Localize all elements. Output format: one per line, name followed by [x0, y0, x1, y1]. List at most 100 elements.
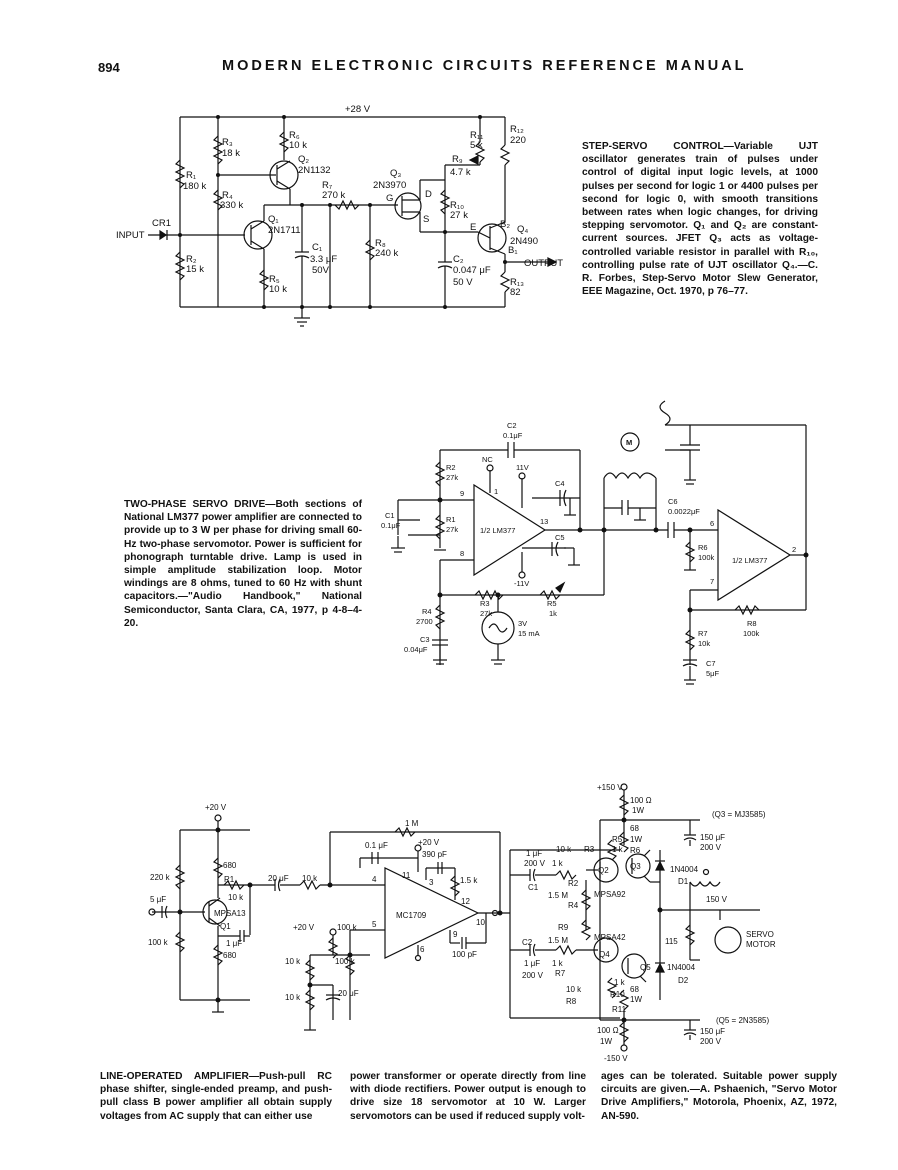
caption-heading: STEP-SERVO CONTROL [582, 141, 724, 152]
label-150uf: 150 μF [700, 833, 725, 842]
label-1n4004-b: 1N4004 [667, 963, 696, 972]
label-115: 115 [665, 937, 678, 946]
label-10k-a: 10 k [302, 874, 318, 883]
label-q2: Q₂ [298, 154, 309, 165]
label-100pf: 100 pF [452, 950, 477, 959]
label-lamp-current: 15 mA [518, 629, 540, 638]
label-r9: R9 [558, 923, 569, 932]
label-1w-b: 1W [630, 835, 642, 844]
label-r6: R6 [698, 543, 708, 552]
label-r4-value: 330 k [220, 200, 243, 211]
label-c3: C3 [420, 635, 430, 644]
label-c3-value: 0.04μF [404, 645, 428, 654]
label-plus-20v-a: +20 V [205, 803, 227, 812]
label-c1-1uf: 1 μF [526, 849, 542, 858]
label-q2-type: 2N1132 [298, 165, 331, 176]
label-source: S [423, 214, 429, 225]
label-pin-2: 2 [792, 545, 796, 554]
label-output: OUTPUT [524, 258, 563, 269]
label-pin-13: 13 [540, 517, 548, 526]
label-150v: 150 V [706, 895, 728, 904]
label-r12-value: 220 [510, 135, 526, 146]
label-r7: R7 [555, 969, 566, 978]
label-10k-c: 10 k [285, 993, 301, 1002]
label-c2-1uf: 1 μF [524, 959, 540, 968]
label-20uf: 20 μF [268, 874, 289, 883]
label-100k: 100 k [148, 938, 169, 947]
label-r4: R4 [568, 901, 579, 910]
label-68: 68 [630, 824, 639, 833]
label-c1-value: 0.1μF [381, 521, 401, 530]
label-20uf-b: 20 μF [338, 989, 359, 998]
caption-body: power transformer or operate directly fr… [350, 1071, 586, 1122]
label-r9: R₉ [452, 154, 463, 165]
label-100k-2: 100 k [335, 957, 356, 966]
label-r2: R₂ [186, 254, 197, 265]
label-680-b: 680 [223, 951, 237, 960]
label-c5: C5 [555, 533, 565, 542]
label-1n4004-a: 1N4004 [670, 865, 699, 874]
label-r8: R8 [747, 619, 757, 628]
label-pin-6: 6 [710, 519, 714, 528]
label-pin-9: 9 [453, 930, 458, 939]
label-motor: M [626, 438, 632, 447]
label-r3-value: 18 k [222, 148, 240, 159]
label-r10-value: 27 k [450, 210, 468, 221]
label-100-ohm-b: 100 Ω [597, 1026, 619, 1035]
label-1-5k: 1.5 k [460, 876, 478, 885]
label-r2-value: 15 k [186, 264, 204, 275]
label-r5-value: 10 k [269, 284, 287, 295]
label-c1: C1 [528, 883, 539, 892]
label-q4: Q4 [599, 950, 610, 959]
label-200v-b: 200 V [524, 859, 546, 868]
label-r3: R3 [584, 845, 595, 854]
label-r6-value: 10 k [289, 140, 307, 151]
label-minus-11v: -11V [514, 579, 529, 588]
label-q1: Q1 [220, 922, 231, 931]
label-mpsa13: MPSA13 [214, 909, 246, 918]
label-pin-8: 8 [460, 549, 464, 558]
label-minus-150v: -150 V [604, 1054, 628, 1063]
page-number: 894 [98, 60, 120, 75]
label-r7: R₇ [322, 180, 332, 191]
label-plus-20v-b: +20 V [418, 838, 440, 847]
label-pin-9: 9 [460, 489, 464, 498]
label-q3: Q3 [630, 862, 641, 871]
label-plus-150v: +150 V [597, 783, 623, 792]
label-200v-d: 200 V [700, 1037, 722, 1046]
label-pin-3: 3 [429, 878, 434, 887]
label-q5-note: (Q5 = 2N3585) [716, 1016, 769, 1025]
label-mc1709: MC1709 [396, 911, 427, 920]
label-pin-11: 11 [402, 871, 411, 880]
label-q1-type: 2N1711 [268, 225, 301, 236]
label-r7: R7 [698, 629, 708, 638]
label-r1: R1 [224, 875, 235, 884]
label-c7: C7 [706, 659, 716, 668]
label-r6-value: 100k [698, 553, 715, 562]
label-c1: C₁ [312, 242, 322, 253]
label-cr1: CR1 [152, 218, 171, 229]
label-1w-d: 1W [600, 1037, 612, 1046]
label-r13: R₁₃ [510, 277, 524, 288]
label-q3-type: 2N3970 [373, 180, 406, 191]
label-c1-voltage: 50V [312, 265, 330, 276]
label-r3: R3 [480, 599, 490, 608]
label-r1-10k: 10 k [228, 893, 244, 902]
label-plus-20v-c: +20 V [293, 923, 315, 932]
label-1w-c: 1W [630, 995, 642, 1004]
label-r8: R₈ [375, 238, 386, 249]
label-200v: 200 V [700, 843, 722, 852]
label-r5: R₅ [269, 274, 280, 285]
label-r1-value: 27k [446, 525, 458, 534]
caption-line-operated-col2: power transformer or operate directly fr… [350, 1070, 586, 1123]
label-c1: C1 [385, 511, 395, 520]
label-r11: R₁₁ [470, 130, 483, 141]
label-lamp-voltage: 3V [518, 619, 527, 628]
label-r8-value: 240 k [375, 248, 398, 259]
label-opamp-1: 1/2 LM377 [480, 526, 515, 535]
label-q4: Q₄ [517, 224, 528, 235]
label-r6: R₆ [289, 130, 300, 141]
label-r11-value: 5 k [470, 140, 483, 151]
label-pin-4: 4 [372, 875, 377, 884]
